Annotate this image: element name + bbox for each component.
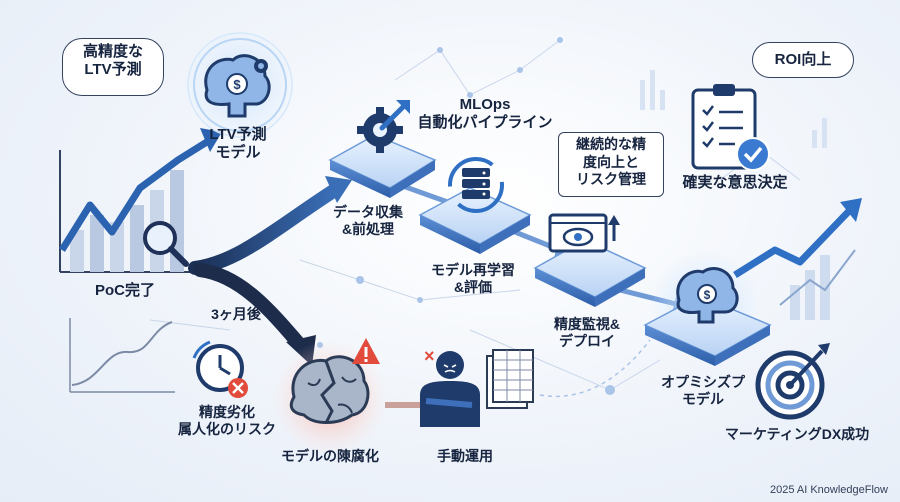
label-data-collection: データ収集 &前処理 — [333, 204, 403, 237]
label-model-decay: モデルの陳腐化 — [281, 448, 379, 464]
svg-text:$: $ — [704, 288, 711, 302]
server-cycle-icon — [448, 157, 504, 213]
monitor-eye-icon — [548, 213, 620, 253]
svg-text:$: $ — [233, 77, 241, 92]
bg-bars — [640, 70, 827, 148]
label-three-months: 3ヶ月後 — [211, 306, 261, 322]
label-accuracy-risk: 精度劣化 属人化のリスク — [178, 404, 276, 437]
bubble-roi: ROI向上 — [752, 42, 854, 78]
tile-retrain — [418, 187, 532, 254]
label-optimized-model: オプミシズプ モデル — [661, 374, 745, 407]
clipboard-check-icon — [691, 84, 770, 171]
clock-x-icon — [192, 340, 248, 398]
warning-icon — [352, 338, 380, 364]
label-ltv-model: LTV予測 モデル — [209, 126, 267, 161]
label-monitor-deploy: 精度監視& デプロイ — [553, 316, 621, 349]
label-retrain: モデル再学習 &評価 — [431, 262, 515, 295]
target-icon — [755, 343, 830, 420]
magnifier-icon — [143, 221, 189, 267]
x-mark-icon: × — [424, 346, 435, 366]
frustrated-person-icon — [420, 351, 480, 427]
label-reliable-decision: 確実な意思決定 — [682, 174, 788, 191]
broken-brain-icon — [289, 355, 370, 424]
brain-dollar-icon: $ — [204, 54, 271, 118]
tile-monitor — [533, 239, 647, 307]
decline-chart — [69, 318, 175, 393]
brain-dollar-icon-optimized: $ — [676, 267, 739, 324]
spreadsheet-icon — [486, 349, 534, 409]
gear-arrow-icon — [357, 100, 410, 153]
label-manual-ops: 手動運用 — [437, 448, 493, 464]
label-marketing-dx: マーケティングDX成功 — [724, 426, 870, 442]
credit-text: 2025 AI KnowledgeFlow — [769, 484, 888, 496]
label-mlops: MLOps 自動化パイプライン — [417, 96, 553, 131]
label-poc-done: PoC完了 — [94, 282, 155, 299]
tile-data-collection — [328, 134, 437, 198]
bubble-ltv-forecast: 高精度な LTV予測 — [62, 38, 164, 96]
callout-continuous-improvement: 継続的な精 度向上と リスク管理 — [558, 132, 664, 197]
